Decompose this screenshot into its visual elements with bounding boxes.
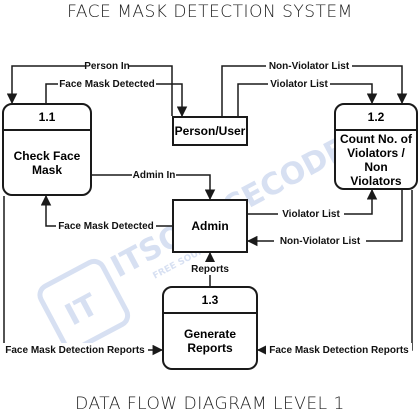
process-count-violators[interactable]: 1.2 Count No. of Violators / Non Violato… <box>334 103 418 190</box>
process-name: Count No. of Violators / Non Violators <box>340 131 412 188</box>
label-violator-list-mid: Violator List <box>282 209 340 220</box>
process-id: 1.1 <box>4 105 90 131</box>
svg-text:IT: IT <box>60 287 105 333</box>
diagram-title: FACE MASK DETECTION SYSTEM <box>67 2 353 22</box>
diagram-subtitle: DATA FLOW DIAGRAM LEVEL 1 <box>75 394 345 414</box>
process-name: Check Face Mask <box>13 148 81 177</box>
process-generate-reports[interactable]: 1.3 Generate Reports <box>162 286 258 370</box>
label-non-violator-list-mid: Non-Violator List <box>280 236 361 247</box>
entity-admin[interactable]: Admin <box>172 199 248 253</box>
label-non-violator-list-top: Non-Violator List <box>269 61 350 72</box>
label-fmd-reports-left: Face Mask Detection Reports <box>5 345 145 356</box>
label-fmd-reports-right: Face Mask Detection Reports <box>269 345 409 356</box>
process-name: Generate Reports <box>183 327 237 355</box>
process-check-face-mask[interactable]: 1.1 Check Face Mask <box>2 103 92 196</box>
label-face-mask-detected-top: Face Mask Detected <box>59 79 155 90</box>
entity-name: Person/User <box>174 124 246 138</box>
entity-name: Admin <box>191 219 229 233</box>
flow-admin-in <box>92 174 216 201</box>
process-id: 1.3 <box>164 288 256 314</box>
label-person-in: Person In <box>84 61 130 72</box>
entity-person-user[interactable]: Person/User <box>172 116 248 146</box>
label-face-mask-detected-mid: Face Mask Detected <box>58 221 154 232</box>
label-violator-list-top: Violator List <box>270 79 328 90</box>
label-admin-in: Admin In <box>133 170 176 181</box>
label-reports: Reports <box>191 264 229 275</box>
process-id: 1.2 <box>336 105 416 131</box>
